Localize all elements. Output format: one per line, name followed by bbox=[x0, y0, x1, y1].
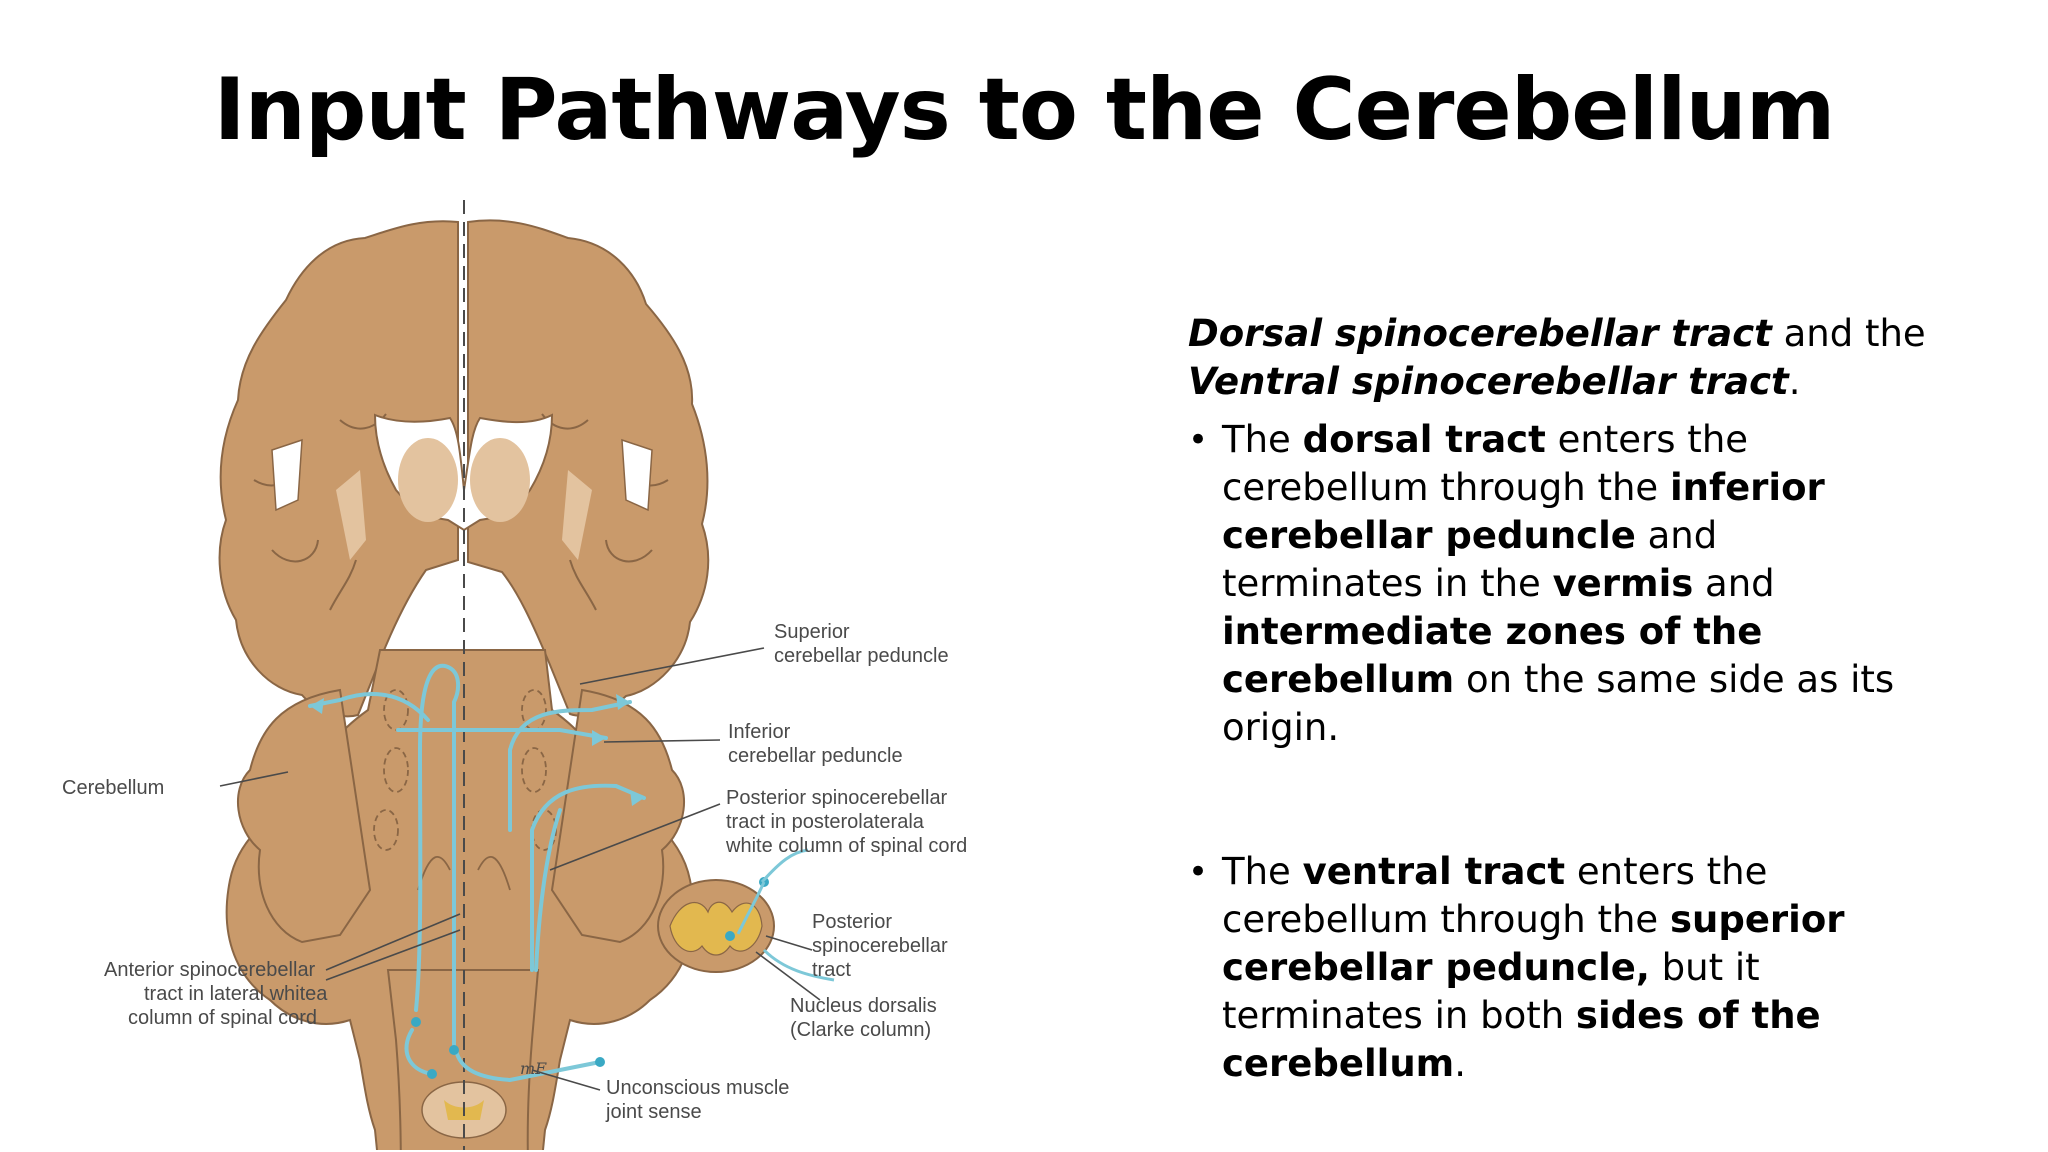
label-unconscious-2: joint sense bbox=[605, 1101, 702, 1123]
bullet2-bold-2: superior cerebellar peduncle, bbox=[1222, 898, 1845, 989]
label-inferior-cp-2: cerebellar peduncle bbox=[728, 745, 903, 767]
bullet2-text-4: . bbox=[1454, 1042, 1466, 1085]
left-light-wedge bbox=[336, 470, 366, 560]
bullet2-text-3: but it terminates in both bbox=[1222, 946, 1760, 1037]
right-light-wedge bbox=[562, 470, 592, 560]
artist-signature: mF bbox=[520, 1059, 547, 1078]
cerebellum-pathways-diagram: Superior cerebellar peduncle Inferior ce… bbox=[40, 190, 1030, 1150]
label-anterior-3: column of spinal cord bbox=[128, 1007, 317, 1029]
label-posterior-sc-3: tract bbox=[812, 959, 851, 981]
bullet2-bold-1: ventral tract bbox=[1302, 850, 1566, 893]
label-nucleus-1: Nucleus dorsalis bbox=[790, 995, 937, 1017]
pathway-tracts bbox=[308, 663, 646, 1083]
label-posterior-tract-2: tract in posterolaterala bbox=[726, 811, 925, 833]
bullet1-bold-1: dorsal tract bbox=[1302, 418, 1546, 461]
label-posterior-sc-1: Posterior bbox=[812, 911, 892, 933]
label-anterior-2: tract in lateral whitea bbox=[144, 983, 328, 1005]
bullet1-bold-3: vermis bbox=[1552, 562, 1694, 605]
label-cerebellum: Cerebellum bbox=[62, 777, 164, 799]
peduncle-line-2 bbox=[477, 856, 511, 891]
diagram-svg: Superior cerebellar peduncle Inferior ce… bbox=[62, 200, 967, 1150]
bullet-ventral-tract: The ventral tract enters the cerebellum … bbox=[1188, 848, 1928, 1088]
left-white-gap bbox=[271, 438, 303, 512]
intro-paragraph: Dorsal spinocerebellar tract and the Ven… bbox=[1188, 310, 1928, 406]
spinal-cross-section bbox=[657, 848, 835, 982]
bullet-list: The dorsal tract enters the cerebellum t… bbox=[1188, 416, 1928, 1088]
pathway-arrows bbox=[310, 694, 644, 806]
bullet1-bold-2: inferior cerebellar peduncle bbox=[1222, 466, 1825, 557]
bullet1-text-1: The bbox=[1222, 418, 1303, 461]
intro-period: . bbox=[1788, 360, 1801, 403]
right-thalamus bbox=[470, 438, 530, 522]
bullet-dorsal-tract: The dorsal tract enters the cerebellum t… bbox=[1188, 416, 1928, 752]
intro-connector: and the bbox=[1771, 312, 1926, 355]
bullet2-bold-3: sides of the cerebellum bbox=[1222, 994, 1821, 1085]
slide-title: Input Pathways to the Cerebellum bbox=[213, 60, 1836, 160]
left-cerebral-hemisphere bbox=[218, 220, 459, 718]
intro-ventral-term: Ventral spinocerebellar tract bbox=[1188, 360, 1789, 403]
bullet1-text-2: enters the cerebellum through the bbox=[1222, 418, 1749, 509]
bullet2-text-2: enters the cerebellum through the bbox=[1222, 850, 1768, 941]
bullet1-text-5: on the same side as its origin. bbox=[1222, 658, 1895, 749]
intro-dorsal-term: Dorsal spinocerebellar tract bbox=[1188, 312, 1772, 355]
left-cerebellum bbox=[236, 688, 372, 944]
label-anterior-1: Anterior spinocerebellar bbox=[104, 959, 316, 981]
label-superior-cp-2: cerebellar peduncle bbox=[774, 645, 949, 667]
text-panel: Dorsal spinocerebellar tract and the Ven… bbox=[1188, 310, 1928, 1088]
right-white-gap bbox=[621, 438, 653, 512]
left-thalamus bbox=[398, 438, 458, 522]
leader-lines bbox=[219, 647, 821, 1091]
bullet1-text-4: and bbox=[1693, 562, 1775, 605]
label-nucleus-2: (Clarke column) bbox=[790, 1019, 931, 1041]
label-unconscious-1: Unconscious muscle bbox=[606, 1077, 789, 1099]
bullet2-text-1: The bbox=[1222, 850, 1303, 893]
label-posterior-sc-2: spinocerebellar bbox=[812, 935, 948, 957]
label-posterior-tract-3: white column of spinal cord bbox=[725, 835, 967, 857]
label-posterior-tract-1: Posterior spinocerebellar bbox=[726, 787, 948, 809]
bullet1-bold-4: intermediate zones of the cerebellum bbox=[1222, 610, 1763, 701]
label-inferior-cp-1: Inferior bbox=[728, 721, 791, 743]
bullet1-text-3: and terminates in the bbox=[1222, 514, 1718, 605]
label-superior-cp-1: Superior bbox=[774, 621, 850, 643]
